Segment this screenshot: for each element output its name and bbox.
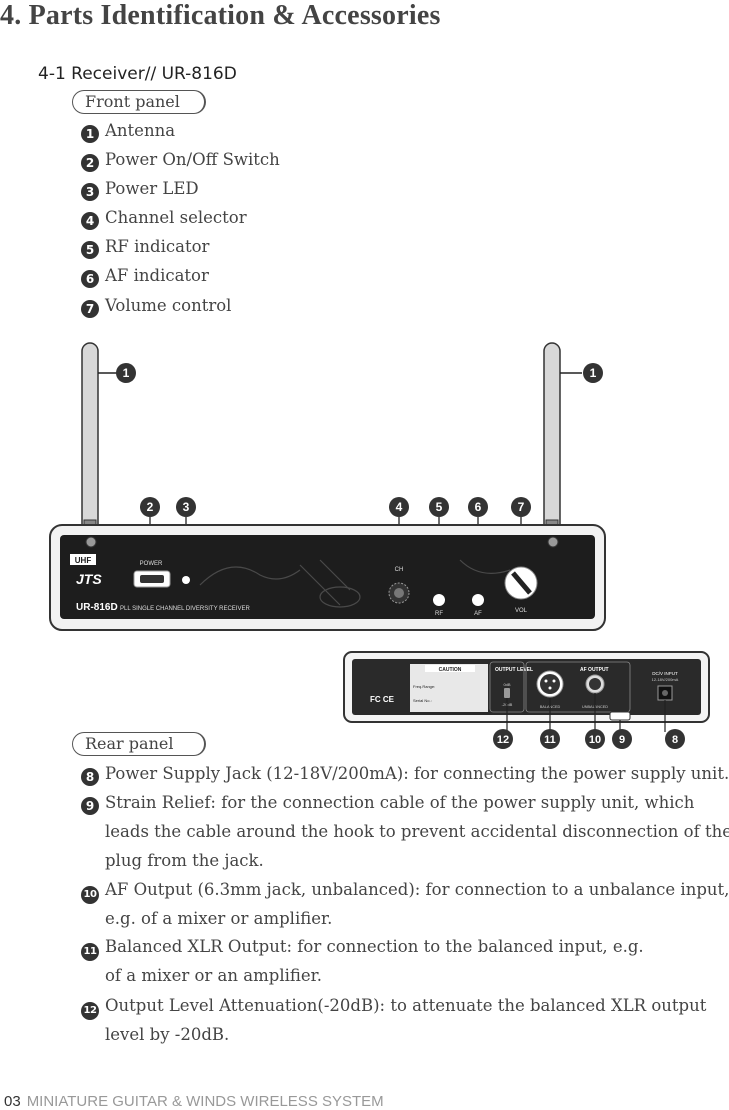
odb-label: 0dB (503, 682, 510, 687)
item-text: Balanced XLR Output: for connection to t… (105, 937, 644, 956)
af-output-label: AF OUTPUT (580, 667, 609, 673)
ch-label: CH (395, 567, 404, 573)
rear-item-9-line-2: leads the cable around the hook to preve… (105, 822, 729, 841)
af-indicator (472, 594, 484, 606)
item-text: Antenna (105, 121, 176, 140)
callout-1-left: 1 (123, 366, 130, 380)
dc-rating-label: 12-18V/200mA (652, 677, 679, 682)
rear-item-9: 9 Strain Relief: for the connection cable… (81, 793, 694, 815)
strain-relief-hook (609, 711, 631, 721)
item-text: Strain Relief: for the connection cable … (105, 793, 695, 812)
rf-label: RF (435, 611, 443, 617)
front-item-3: 3 Power LED (81, 179, 199, 201)
front-item-1: 1 Antenna (81, 121, 175, 143)
callout-2: 2 (147, 500, 154, 514)
callout-4: 4 (396, 500, 403, 514)
callout-number-icon: 1 (81, 125, 99, 143)
vol-label: VOL (515, 608, 528, 614)
page-number: 03 (4, 1093, 21, 1110)
rear-item-12: 12 Output Level Attenuation(-20dB): to at… (81, 996, 706, 1020)
power-led (182, 576, 190, 584)
rear-item-10-line-2: e.g. of a mixer or amplifier. (105, 909, 333, 928)
front-panel-face (60, 535, 595, 619)
callout-1-right: 1 (590, 366, 597, 380)
cert-marks: FC CE (370, 695, 395, 704)
page-title: 4. Parts Identification & Accessories (0, 0, 441, 31)
front-item-7: 7 Volume control (81, 296, 231, 318)
footer-system-name: MINIATURE GUITAR & WINDS WIRELESS SYSTEM (26, 1093, 384, 1110)
callout-8: 8 (672, 734, 678, 746)
front-panel-label: Front panel (72, 90, 206, 114)
item-text: Output Level Attenuation(-20dB): to atte… (105, 996, 707, 1015)
front-item-2: 2 Power On/Off Switch (81, 150, 280, 172)
output-level-switch[interactable] (504, 688, 510, 698)
callout-number-icon: 6 (81, 270, 99, 288)
dc-input-label: DC/V INPUT (652, 671, 678, 676)
callout-number-icon: 11 (81, 943, 99, 961)
item-text: AF Output (6.3mm jack, unbalanced): for … (105, 880, 729, 899)
receiver-rear-illustration: FC CE CAUTION Freq.Range: Serial No.: OU… (343, 651, 710, 749)
callout-6: 6 (475, 500, 482, 514)
front-item-5: 5 RF indicator (81, 237, 209, 259)
callout-5: 5 (436, 500, 443, 514)
item-text: RF indicator (105, 237, 210, 256)
callout-number-icon: 2 (81, 154, 99, 172)
freq-range-label: Freq.Range: (413, 684, 435, 689)
af-label: AF (474, 611, 482, 617)
section-title: 4-1 Receiver// UR-816D (38, 64, 237, 84)
antenna-right (543, 342, 561, 545)
brand-logo: JTS (76, 571, 102, 587)
antenna-left (81, 342, 99, 545)
front-item-6: 6 AF indicator (81, 266, 209, 288)
callout-10: 10 (589, 734, 601, 746)
power-label: POWER (140, 561, 163, 567)
receiver-front-illustration: 1 1 2 3 4 5 6 7 UHF JTS UR-816D PLL SING… (49, 342, 606, 631)
page-footer: 03 MINIATURE GUITAR & WINDS WIRELESS SYST… (4, 1093, 384, 1110)
front-item-4: 4 Channel selector (81, 208, 247, 230)
callout-number-icon: 12 (81, 1002, 99, 1020)
item-text: Power Supply Jack (12-18V/200mA): for co… (105, 764, 729, 783)
rear-item-11: 11 Balanced XLR Output: for connection to… (81, 937, 644, 961)
rear-item-11-line-2: of a mixer or an amplifier. (105, 966, 322, 985)
model-name: UR-816D (76, 602, 118, 613)
rear-item-8: 8 Power Supply Jack (12-18V/200mA): for c… (81, 764, 729, 786)
callout-number-icon: 3 (81, 183, 99, 201)
rf-indicator (433, 594, 445, 606)
callout-3: 3 (183, 500, 190, 514)
caution-label: CAUTION (439, 667, 462, 673)
callout-number-icon: 4 (81, 212, 99, 230)
callout-7: 7 (518, 500, 525, 514)
item-text: Power On/Off Switch (105, 150, 280, 169)
rear-item-12-line-2: level by -20dB. (105, 1025, 230, 1044)
rear-item-10: 10 AF Output (6.3mm jack, unbalanced): fo… (81, 880, 729, 904)
callout-number-icon: 5 (81, 241, 99, 259)
rear-item-9-line-3: plug from the jack. (105, 851, 264, 870)
serial-label: Serial No.: (413, 698, 432, 703)
callout-number-icon: 8 (81, 768, 99, 786)
item-text: Channel selector (105, 208, 247, 227)
item-text: Volume control (105, 296, 232, 315)
callout-number-icon: 10 (81, 886, 99, 904)
callout-9: 9 (619, 734, 625, 746)
callout-number-icon: 7 (81, 300, 99, 318)
callout-11: 11 (544, 734, 556, 746)
item-text: AF indicator (105, 266, 209, 285)
rear-panel-label: Rear panel (72, 732, 206, 756)
item-text: Power LED (105, 179, 199, 198)
callout-12: 12 (497, 734, 509, 746)
callout-number-icon: 9 (81, 797, 99, 815)
model-description: PLL SINGLE CHANNEL DIVERSITY RECEIVER (120, 606, 250, 612)
output-level-label: OUTPUT LEVEL (495, 667, 533, 673)
uhf-badge: UHF (75, 556, 92, 565)
